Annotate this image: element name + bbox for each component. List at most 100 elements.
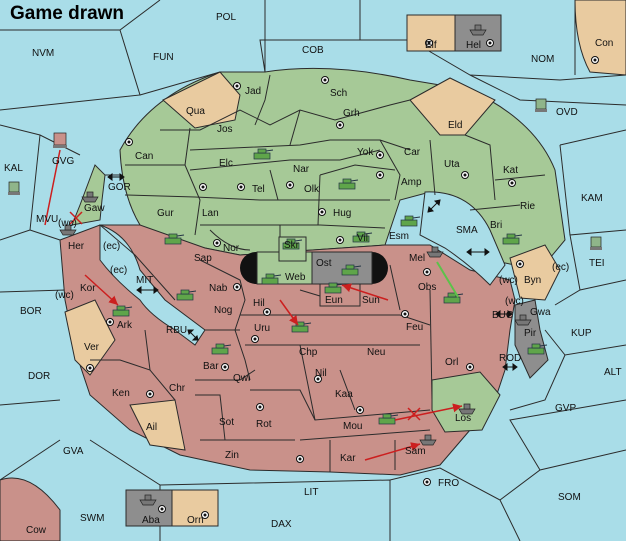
label-olk: Olk bbox=[304, 184, 320, 195]
label-dax: DAX bbox=[271, 519, 292, 530]
label-esm: Esm bbox=[389, 231, 409, 242]
sc-bar bbox=[221, 363, 229, 371]
label-los: Los bbox=[455, 413, 471, 424]
label-kam: KAM bbox=[581, 193, 603, 204]
green-army-icon bbox=[164, 233, 185, 245]
army-marker-gvg bbox=[53, 132, 67, 148]
sc-hil bbox=[263, 308, 271, 316]
label-uta: Uta bbox=[444, 159, 460, 170]
label-pir: Pir bbox=[524, 328, 537, 339]
label-gvg: GVG bbox=[52, 156, 74, 167]
label-rie: Rie bbox=[520, 201, 535, 212]
label-byn: Byn bbox=[524, 275, 541, 286]
sc-elf bbox=[425, 39, 433, 47]
sc-can bbox=[125, 138, 133, 146]
box-orn bbox=[171, 489, 219, 527]
green-army-icon bbox=[211, 343, 232, 355]
label-aba: Aba bbox=[142, 515, 160, 526]
label-pol: POL bbox=[216, 12, 236, 23]
grey-fleet-icon bbox=[426, 246, 444, 258]
label-obs: Obs bbox=[418, 282, 436, 293]
label-her: Her bbox=[68, 241, 85, 252]
sc-amp bbox=[376, 171, 384, 179]
label-neu: Neu bbox=[367, 347, 385, 358]
label-lit: LIT bbox=[304, 487, 318, 498]
label-gva: GVA bbox=[63, 446, 84, 457]
label-dor: DOR bbox=[28, 371, 50, 382]
label-wc3: (wc) bbox=[505, 296, 524, 307]
sc-orn bbox=[201, 511, 209, 519]
label-bri: Bri bbox=[490, 220, 502, 231]
sc-feu bbox=[401, 310, 409, 318]
sc-yok bbox=[376, 151, 384, 159]
label-rot: Rot bbox=[256, 419, 272, 430]
label-hug: Hug bbox=[333, 208, 351, 219]
label-yok: Yok bbox=[357, 147, 374, 158]
label-hel: Hel bbox=[466, 40, 481, 51]
label-ken: Ken bbox=[112, 388, 130, 399]
label-sma: SMA bbox=[456, 225, 478, 236]
label-fun: FUN bbox=[153, 52, 174, 63]
sc-nab bbox=[233, 283, 241, 291]
label-fro: FRO bbox=[438, 478, 459, 489]
label-gur: Gur bbox=[157, 208, 174, 219]
green-army-icon bbox=[443, 292, 464, 304]
grey-fleet-icon bbox=[59, 224, 77, 236]
label-kor: Kor bbox=[80, 283, 96, 294]
sc-olk bbox=[286, 181, 294, 189]
label-sot: Sot bbox=[219, 417, 234, 428]
label-kaa: Kaa bbox=[335, 389, 353, 400]
sc-orl bbox=[466, 363, 474, 371]
sc-nil bbox=[314, 375, 322, 383]
sc-byn bbox=[516, 260, 524, 268]
label-tel: Tel bbox=[252, 184, 265, 195]
failed-order-cross bbox=[69, 211, 83, 225]
label-wc1: (wc) bbox=[58, 218, 77, 229]
label-bar: Bar bbox=[203, 361, 219, 372]
region-cow bbox=[0, 477, 61, 541]
label-mou: Mou bbox=[343, 421, 362, 432]
sc-vil bbox=[336, 236, 344, 244]
label-uru: Uru bbox=[254, 323, 270, 334]
sc-zin bbox=[296, 455, 304, 463]
label-car: Car bbox=[404, 147, 421, 158]
label-web: Web bbox=[285, 272, 306, 283]
label-swm: SWM bbox=[80, 513, 104, 524]
label-zin: Zin bbox=[225, 450, 239, 461]
label-vil: Vil bbox=[357, 233, 368, 244]
label-skr: Skr bbox=[284, 240, 300, 251]
order-arrow bbox=[84, 274, 119, 306]
order-arrow bbox=[44, 149, 61, 226]
region-con bbox=[574, 0, 626, 76]
label-nvm: NVM bbox=[32, 48, 54, 59]
green-army-icon bbox=[527, 343, 548, 355]
label-orn: Orn bbox=[187, 515, 204, 526]
label-nil: Nil bbox=[315, 368, 327, 379]
label-cow: Cow bbox=[26, 525, 47, 536]
green-army-icon bbox=[502, 233, 523, 245]
sc-obs bbox=[423, 268, 431, 276]
grey-fleet-icon bbox=[139, 494, 157, 506]
label-ver: Ver bbox=[84, 342, 100, 353]
sc-sot bbox=[256, 403, 264, 411]
sc-con bbox=[591, 56, 599, 64]
label-ec1: (ec) bbox=[103, 241, 120, 252]
label-hil: Hil bbox=[253, 298, 265, 309]
order-arrow bbox=[394, 403, 463, 421]
sc-uru bbox=[251, 335, 259, 343]
label-ec2: (ec) bbox=[110, 265, 127, 276]
sc-ken bbox=[86, 364, 94, 372]
label-ost: Ost bbox=[316, 258, 332, 269]
label-jad: Jad bbox=[245, 86, 261, 97]
label-sam: Sam bbox=[405, 446, 426, 457]
sc-rie bbox=[508, 179, 516, 187]
label-amp: Amp bbox=[401, 177, 422, 188]
label-ovd: OVD bbox=[556, 107, 578, 118]
label-qua: Qua bbox=[186, 106, 205, 117]
grey-fleet-icon bbox=[419, 434, 437, 446]
sc-grh bbox=[336, 121, 344, 129]
label-gaw: Gaw bbox=[84, 203, 105, 214]
grey-fleet-icon bbox=[81, 191, 99, 203]
green-army-icon bbox=[352, 231, 373, 243]
label-sch: Sch bbox=[330, 88, 347, 99]
